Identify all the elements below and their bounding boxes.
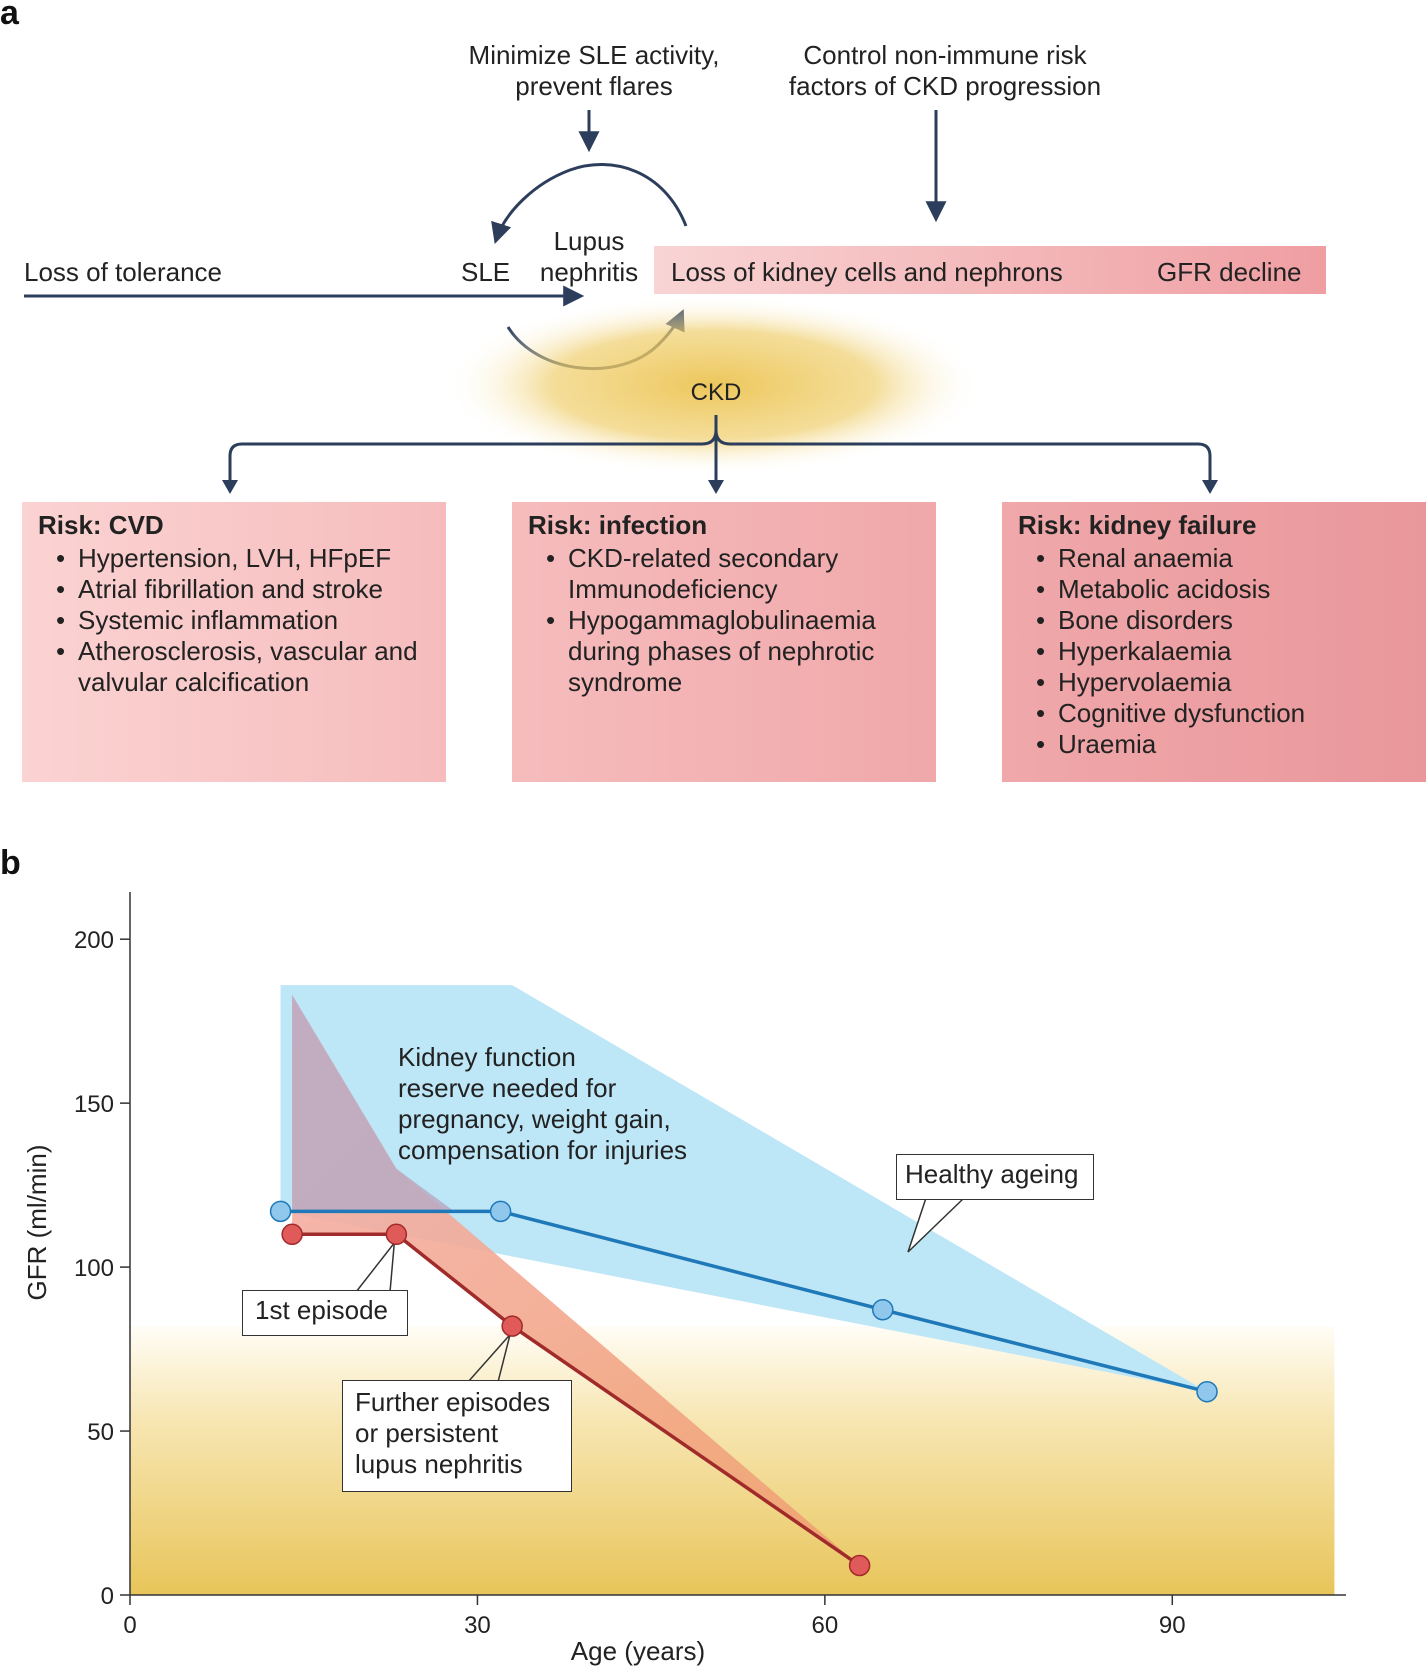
list-item: Cognitive dysfunction — [1036, 698, 1410, 729]
risk-box-infection: Risk: infection CKD-related secondary Im… — [512, 502, 936, 782]
ckd-label: CKD — [691, 379, 742, 406]
risk-box-title: Risk: kidney failure — [1018, 510, 1257, 540]
sle-label: SLE — [461, 257, 510, 287]
y-tick-label: 200 — [74, 927, 114, 954]
reserve-annotation: pregnancy, weight gain, — [398, 1104, 671, 1134]
cycle-arrow-top — [491, 163, 688, 244]
data-point — [281, 1223, 303, 1246]
panel-a-letter: a — [0, 0, 20, 32]
bracket-arrow-left — [222, 480, 238, 494]
first-episode-callout: 1st episode — [242, 1290, 408, 1336]
data-point — [1196, 1380, 1218, 1403]
minimize-label: Minimize SLE activity, — [469, 40, 720, 70]
data-point — [269, 1200, 292, 1223]
nephritis-label: nephritis — [540, 257, 638, 287]
x-tick-label: 60 — [812, 1612, 839, 1639]
minimize-label-2: prevent flares — [515, 71, 673, 101]
panel-b-letter: b — [0, 844, 21, 882]
reserve-region — [280, 985, 1208, 1392]
x-tick-label: 90 — [1159, 1612, 1186, 1639]
reserve-annotation: Kidney function — [398, 1042, 576, 1072]
risk-box-title: Risk: CVD — [38, 510, 164, 540]
loss-tolerance-label: Loss of tolerance — [24, 257, 222, 287]
y-tick-label: 100 — [74, 1255, 114, 1282]
list-item: Systemic inflammation — [56, 605, 430, 636]
list-item: Metabolic acidosis — [1036, 574, 1410, 605]
overlap-region — [292, 994, 455, 1212]
reserve-annotation: compensation for injuries — [398, 1135, 687, 1165]
risk-box-title: Risk: infection — [528, 510, 708, 540]
series-line-0 — [280, 1209, 1208, 1394]
list-item: Atrial fibrillation and stroke — [56, 574, 430, 605]
healthy-ageing-callout: Healthy ageing — [896, 1154, 1094, 1200]
list-item: Hypertension, LVH, HFpEF — [56, 543, 430, 574]
further-episodes-line: lupus nephritis — [355, 1449, 523, 1479]
y-tick-label: 0 — [101, 1583, 114, 1610]
healthy-ageing-label: Healthy ageing — [905, 1159, 1079, 1189]
loss-kidney-label: Loss of kidney cells and nephrons — [671, 257, 1063, 287]
risk-list: Renal anaemia Metabolic acidosis Bone di… — [1018, 543, 1410, 760]
data-point — [501, 1315, 523, 1337]
gfr-decline-label: GFR decline — [1157, 257, 1302, 287]
list-item: Uraemia — [1036, 729, 1410, 760]
control-label-2: factors of CKD progression — [789, 71, 1101, 101]
list-item: Atherosclerosis, vascular and valvular c… — [56, 636, 430, 698]
x-tick-label: 30 — [464, 1612, 491, 1639]
reserve-annotation: reserve needed for — [398, 1073, 617, 1103]
y-tick-label: 150 — [74, 1091, 114, 1118]
list-item: Bone disorders — [1036, 605, 1410, 636]
first-episode-label: 1st episode — [255, 1295, 388, 1325]
data-point — [872, 1298, 894, 1321]
further-episodes-line: Further episodes — [355, 1387, 551, 1417]
x-tick-label: 0 — [123, 1612, 136, 1639]
data-point — [848, 1554, 871, 1577]
further-episodes-line: or persistent — [355, 1418, 499, 1448]
ckd-bracket — [228, 415, 1212, 488]
bracket-arrow-mid — [708, 480, 724, 494]
first-episode-pointer — [355, 1239, 397, 1293]
first-episode-pointer-2 — [389, 1242, 396, 1293]
data-point — [489, 1200, 512, 1223]
further-pointer — [467, 1331, 513, 1383]
further-pointer-2 — [497, 1333, 511, 1383]
lupus-label: Lupus — [554, 226, 625, 256]
healthy-pointer — [907, 1197, 965, 1253]
ckd-glow — [443, 295, 983, 475]
risk-box-cvd: Risk: CVD Hypertension, LVH, HFpEF Atria… — [22, 502, 446, 782]
list-item: Hypervolaemia — [1036, 667, 1410, 698]
data-point — [385, 1223, 408, 1246]
further-episodes-callout: Further episodes or persistent lupus nep… — [342, 1380, 572, 1492]
bracket-arrow-right — [1202, 480, 1218, 494]
list-item: CKD-related secondary Immunodeficiency — [546, 543, 920, 605]
series-line-1 — [292, 1232, 861, 1567]
gfr-decline-bar — [654, 246, 1326, 294]
list-item: Hypogammaglobulinaemia during phases of … — [546, 605, 920, 698]
y-axis-label: GFR (ml/min) — [22, 1145, 52, 1301]
control-label: Control non-immune risk — [803, 40, 1087, 70]
risk-list: Hypertension, LVH, HFpEF Atrial fibrilla… — [38, 543, 430, 698]
y-tick-label: 50 — [87, 1419, 114, 1446]
risk-list: CKD-related secondary Immunodeficiency H… — [528, 543, 920, 698]
list-item: Hyperkalaemia — [1036, 636, 1410, 667]
risk-box-kidney-failure: Risk: kidney failure Renal anaemia Metab… — [1002, 502, 1426, 782]
list-item: Renal anaemia — [1036, 543, 1410, 574]
x-axis-label: Age (years) — [571, 1636, 705, 1666]
